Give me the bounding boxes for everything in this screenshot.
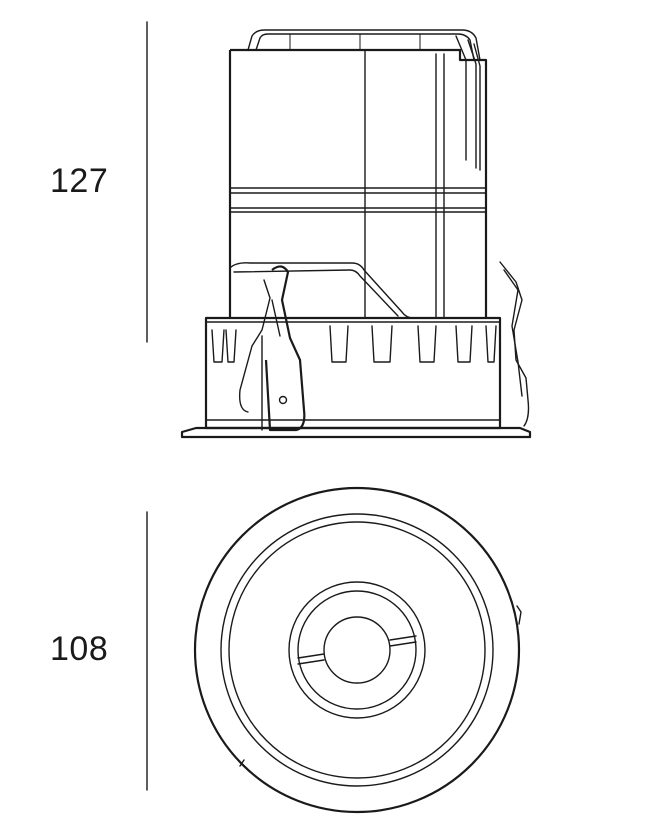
inner-trim-ring xyxy=(220,513,494,787)
mounting-bracket xyxy=(229,262,445,319)
trim-tab-right xyxy=(516,605,522,625)
led-lens xyxy=(323,616,391,684)
lens-holder-inner-ring xyxy=(297,590,417,710)
driver-housing xyxy=(228,48,488,319)
trim-tab-bottom xyxy=(239,759,245,767)
base-flange xyxy=(180,426,532,439)
side-view xyxy=(180,29,532,439)
lens-holder-ring xyxy=(288,581,426,719)
right-spring-arm xyxy=(499,261,530,427)
front-view xyxy=(193,486,522,814)
heatsink-band xyxy=(204,316,502,430)
outer-trim-ring xyxy=(193,486,521,814)
reflector-outer-ring xyxy=(228,521,486,779)
lens-bracket-right xyxy=(389,635,417,647)
spring-clip xyxy=(238,265,306,432)
height-dimension-label: 127 xyxy=(50,162,109,200)
diameter-dimension-label: 108 xyxy=(50,630,109,668)
lens-bracket-left xyxy=(297,653,325,665)
